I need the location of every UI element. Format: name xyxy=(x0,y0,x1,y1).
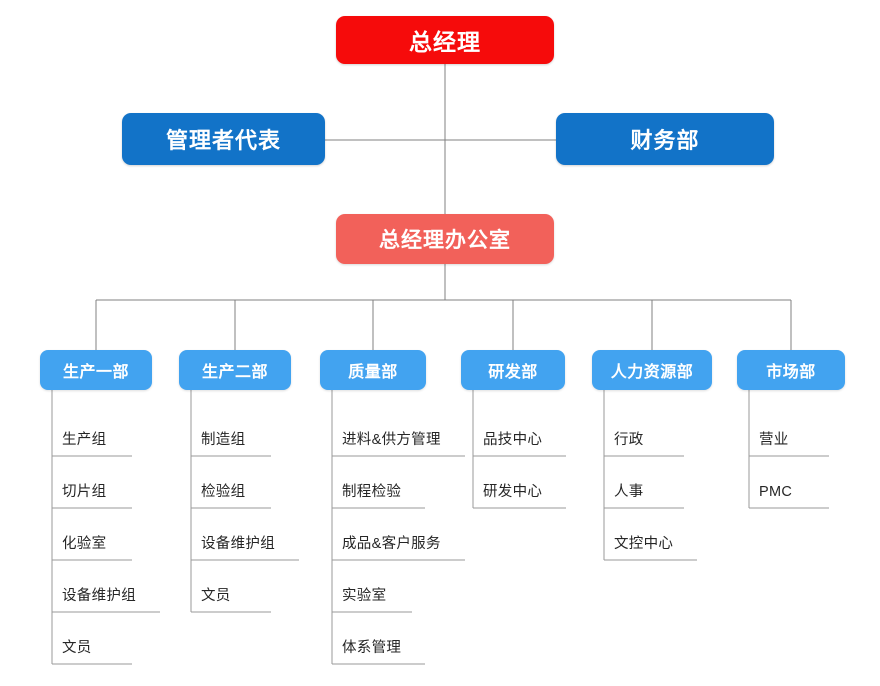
leaf-item[interactable]: 营业 xyxy=(759,432,789,448)
leaf-item[interactable]: 文员 xyxy=(201,588,231,604)
leaf-item[interactable]: PMC xyxy=(759,484,793,500)
leaf-item[interactable]: 设备维护组 xyxy=(62,588,136,604)
node-label: 研发部 xyxy=(488,364,538,381)
node-department-5[interactable]: 人力资源部 xyxy=(592,350,712,390)
node-label: 总经理办公室 xyxy=(379,229,511,252)
leaf-item[interactable]: 设备维护组 xyxy=(201,536,275,552)
leaf-item[interactable]: 成品&客户服务 xyxy=(342,536,441,552)
node-label: 生产二部 xyxy=(201,364,268,381)
node-gm-office[interactable]: 总经理办公室 xyxy=(336,214,554,264)
node-general-manager[interactable]: 总经理 xyxy=(336,16,554,64)
leaf-item[interactable]: 研发中心 xyxy=(483,484,543,500)
leaf-item[interactable]: 进料&供方管理 xyxy=(342,432,441,448)
node-label: 总经理 xyxy=(409,29,481,55)
leaf-item[interactable]: 品技中心 xyxy=(483,432,543,448)
leaf-item[interactable]: 实验室 xyxy=(342,588,387,604)
leaf-item[interactable]: 行政 xyxy=(614,432,644,448)
node-label: 管理者代表 xyxy=(165,128,281,153)
leaf-item[interactable]: 化验室 xyxy=(62,536,107,552)
node-department-1[interactable]: 生产一部 xyxy=(40,350,152,390)
node-department-4[interactable]: 研发部 xyxy=(461,350,565,390)
leaf-item[interactable]: 文员 xyxy=(62,640,92,656)
node-department-3[interactable]: 质量部 xyxy=(320,350,426,390)
leaf-item[interactable]: 检验组 xyxy=(201,484,246,500)
leaf-item[interactable]: 人事 xyxy=(614,484,644,500)
leaf-item[interactable]: 切片组 xyxy=(62,484,107,500)
node-department-2[interactable]: 生产二部 xyxy=(179,350,291,390)
node-department-6[interactable]: 市场部 xyxy=(737,350,845,390)
leaf-item[interactable]: 文控中心 xyxy=(614,536,674,552)
leaf-item[interactable]: 生产组 xyxy=(62,432,107,448)
leaf-item[interactable]: 制程检验 xyxy=(342,484,402,500)
node-label: 人力资源部 xyxy=(610,364,694,381)
leaf-item[interactable]: 体系管理 xyxy=(342,640,402,656)
node-label: 财务部 xyxy=(630,128,700,153)
node-finance-department[interactable]: 财务部 xyxy=(556,113,774,165)
node-label: 质量部 xyxy=(348,364,398,381)
node-label: 市场部 xyxy=(766,364,816,381)
node-label: 生产一部 xyxy=(62,364,129,381)
leaf-item[interactable]: 制造组 xyxy=(201,432,246,448)
node-management-representative[interactable]: 管理者代表 xyxy=(122,113,325,165)
